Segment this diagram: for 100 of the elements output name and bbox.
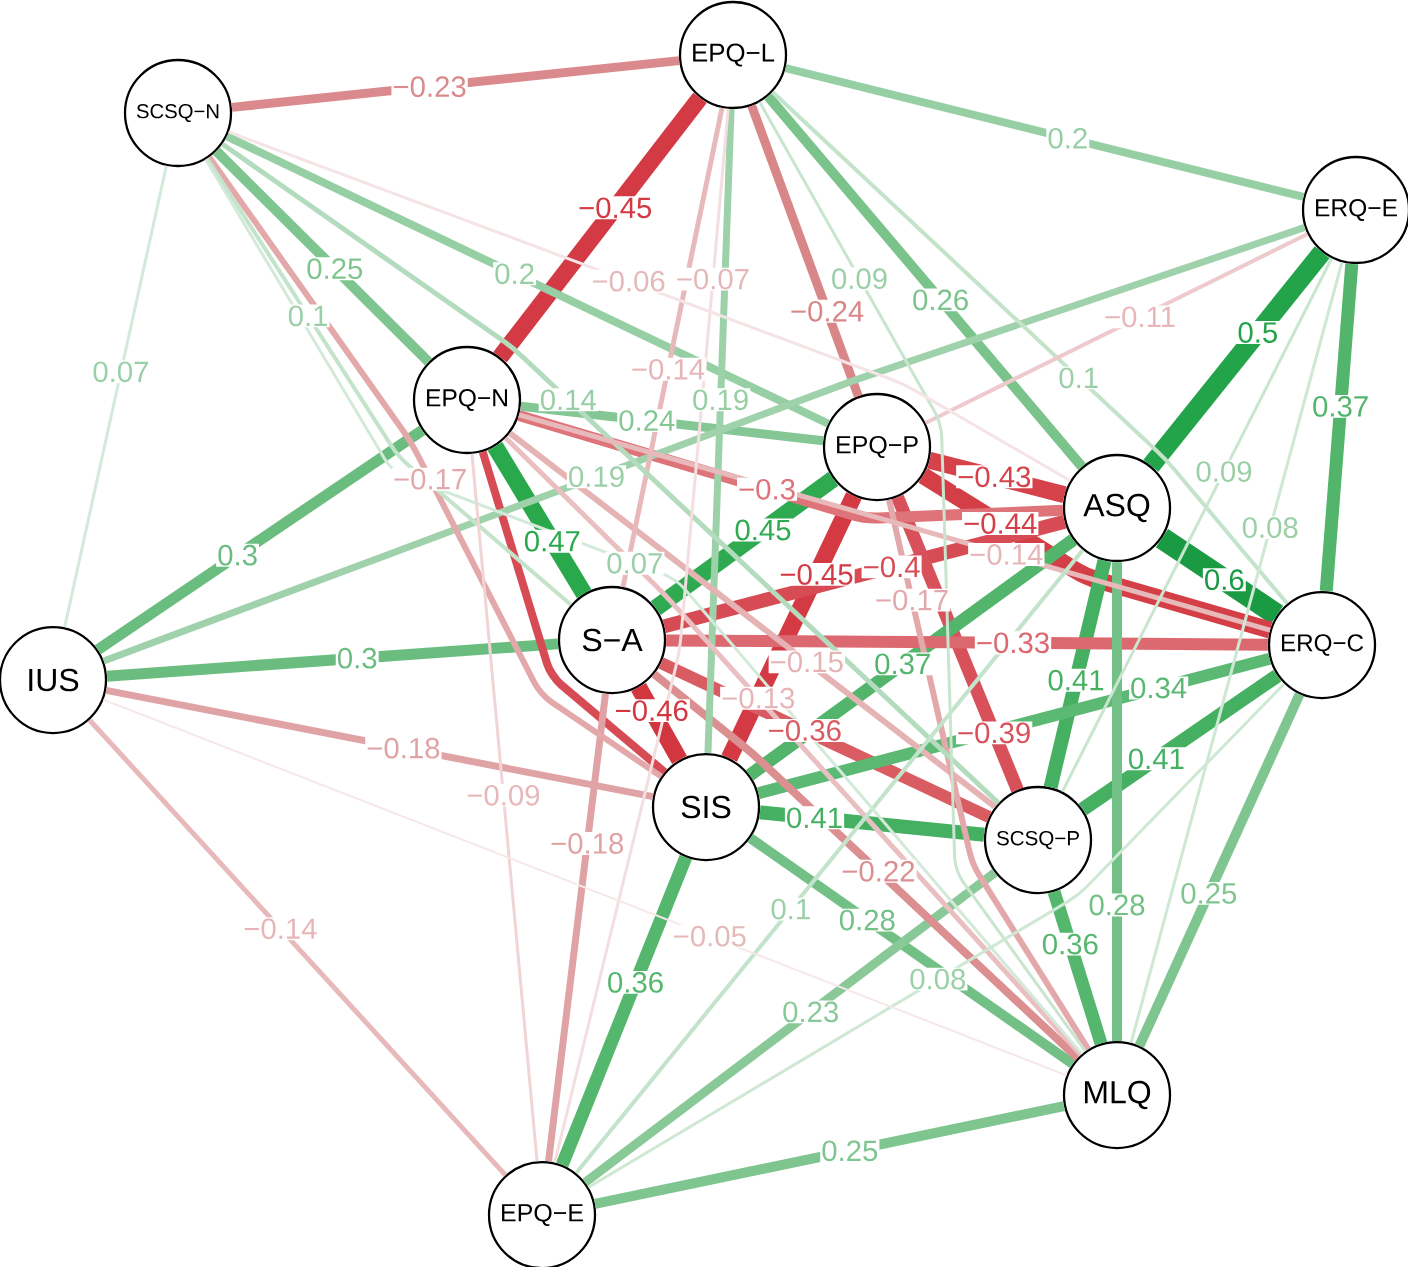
edge-label: 0.19 [691,388,751,412]
connector-line [1112,562,1122,1041]
edge-label: −0.15 [768,650,845,674]
edge-label: −0.17 [391,467,469,491]
connector-line [212,147,433,366]
connector-line [1134,692,1305,1048]
edge-label: −0.09 [465,783,542,807]
edge-label: −0.06 [590,269,667,293]
edge-label: 0.2 [1046,126,1090,150]
edge-label: 0.14 [538,388,598,412]
edge-label: 0.41 [1046,668,1106,692]
connector-line [918,468,1273,639]
edge-label: −0.11 [1102,305,1178,329]
connector-line [587,682,1286,1189]
connector-line [582,869,998,1186]
edge-label: 0.36 [605,970,666,994]
connector-line [1078,669,1282,816]
edge-label: 0.25 [305,257,365,281]
edge-label: −0.14 [968,543,1045,566]
edge-label: −0.23 [391,75,468,99]
edge-label: 0.3 [335,646,379,670]
connector-line [225,132,830,428]
edge-label: 0.09 [829,267,890,291]
edge-label: −0.07 [674,267,752,291]
connector-line [1129,261,1344,1044]
connector-line [478,450,668,776]
connector-line [228,130,1071,483]
edge-label: 0.6 [1202,568,1246,592]
edge-label: 0.25 [1179,881,1239,905]
edge-label: 0.24 [617,409,677,433]
edge-label: 0.1 [1057,366,1101,390]
connector-line [556,854,692,1168]
edge-label: 0.28 [837,908,897,932]
connector-line [593,1101,1066,1209]
connector-line [1143,246,1330,472]
edge-label: 0.41 [1126,747,1186,771]
connector-line [758,101,1087,1052]
edge-label: 0.37 [873,652,933,676]
connector-line [666,634,1268,651]
connector-line [721,492,862,762]
edge-label: 0.36 [1040,932,1100,956]
edge-label: −0.3 [737,477,798,501]
connector-line [1061,257,1333,793]
edge-label: −0.18 [549,832,626,855]
connector-line [784,64,1305,201]
connector-line [106,638,559,682]
edge-label: −0.33 [974,631,1052,655]
connector-line [924,232,1309,425]
edge-label: 0.07 [91,360,151,384]
connector-line [102,698,1068,1077]
edge-label: 0.08 [1240,516,1300,540]
edge-label: 0.09 [1194,460,1254,484]
connector-line [651,670,1081,1061]
connector-line [487,441,592,599]
connector-line [206,155,663,780]
connector-line [1043,559,1112,789]
connector-line [503,436,1083,1057]
connector-line [771,90,1289,605]
edge-label: −0.46 [613,699,690,723]
connector-line [891,494,1024,793]
connector-line [574,548,1085,1175]
connector-line [517,410,1064,524]
connector-line [747,104,863,398]
edge-label: 0.28 [1087,893,1147,917]
edge-label: −0.36 [766,719,843,742]
connector-line [493,92,707,363]
edge-label: 0.25 [820,1139,880,1163]
edge-label: 0.5 [1236,321,1280,344]
edge-label: −0.18 [365,736,442,760]
edge-label: −0.24 [788,299,866,323]
connector-line [508,430,997,810]
connector-line [545,693,609,1162]
connector-line [704,108,735,754]
edge-label: −0.44 [962,512,1039,535]
connector-line [631,683,687,764]
connector-line [220,142,1001,805]
edge-label: −0.13 [720,686,797,710]
connector-line [470,453,539,1162]
edge-label: −0.14 [242,917,319,941]
edge-label: 0.08 [908,967,968,991]
edge-label: 0.1 [286,304,330,328]
edge-label: −0.43 [956,465,1033,489]
edge-label: 0.2 [493,262,537,286]
connector-line [756,652,1272,800]
connector-line [747,833,1076,1069]
edge-label: −0.05 [671,924,748,948]
connector-line [102,224,1306,665]
connector-line [658,657,992,823]
edge-label: 0.07 [605,551,665,575]
edge-label: 0.47 [522,529,582,553]
edge-label: −0.14 [629,357,707,381]
connector-line [927,452,1067,503]
edge-label: 0.26 [911,288,971,312]
connector-line [63,165,168,628]
edge-label: 0.41 [784,806,845,830]
connector-line [1319,263,1359,592]
edge-label: 0.37 [1311,394,1371,418]
edge-label: −0.39 [955,721,1033,745]
connector-line [553,108,730,1163]
edge-label: 0.45 [733,518,793,542]
